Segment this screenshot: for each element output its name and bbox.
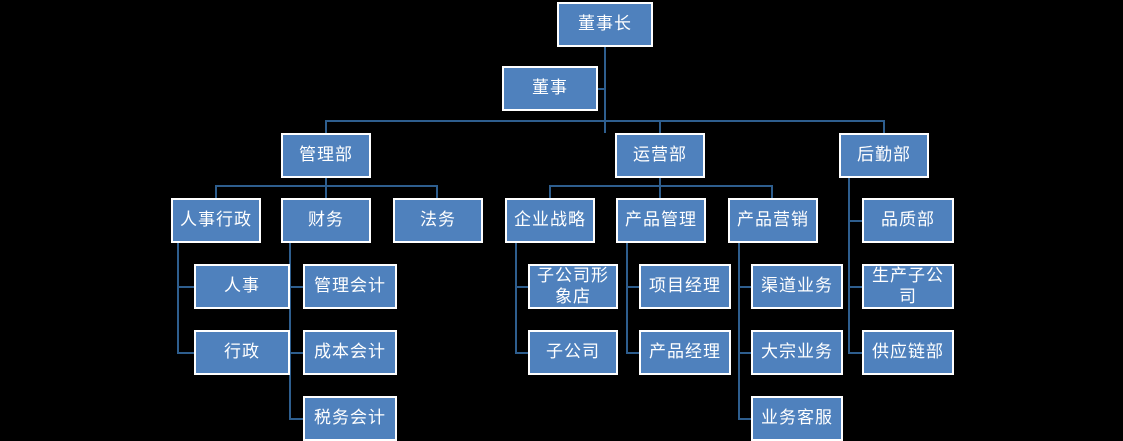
node-business-customer-service[interactable]: 业务客服 <box>751 396 843 441</box>
connector-prodmkt-stub-channel <box>738 286 751 288</box>
connector-level2-drop-mgmt <box>325 120 327 133</box>
node-human-resources[interactable]: 人事 <box>194 264 290 309</box>
node-finance[interactable]: 财务 <box>281 198 371 243</box>
node-operations-department[interactable]: 运营部 <box>615 133 705 178</box>
node-hr-administration[interactable]: 人事行政 <box>171 198 261 243</box>
connector-level2-drop-ops <box>659 120 661 133</box>
node-corporate-strategy[interactable]: 企业战略 <box>505 198 595 243</box>
connector-hradmin-stub-admin <box>177 352 195 354</box>
connector-ops-drop <box>659 178 661 186</box>
connector-finance-stub-taxacc <box>289 418 303 420</box>
connector-finance-bus <box>289 243 291 420</box>
connector-mgmt-drop-finance <box>325 185 327 198</box>
node-director[interactable]: 董事 <box>502 66 598 111</box>
node-product-management[interactable]: 产品管理 <box>616 198 706 243</box>
node-bulk-business[interactable]: 大宗业务 <box>751 330 843 375</box>
node-logistics-department[interactable]: 后勤部 <box>839 133 929 178</box>
connector-ops-drop-strategy <box>549 185 551 198</box>
connector-prodmgmt-stub-prodman <box>626 352 639 354</box>
connector-level2-bus <box>325 120 885 122</box>
node-supply-chain-department[interactable]: 供应链部 <box>862 330 954 375</box>
node-cost-accounting[interactable]: 成本会计 <box>303 330 397 375</box>
node-channel-business[interactable]: 渠道业务 <box>751 264 843 309</box>
node-subsidiary[interactable]: 子公司 <box>528 330 618 375</box>
node-product-manager[interactable]: 产品经理 <box>639 330 731 375</box>
connector-prodmkt-stub-bulk <box>738 352 751 354</box>
node-management-accounting[interactable]: 管理会计 <box>303 264 397 309</box>
node-quality-department[interactable]: 品质部 <box>862 198 954 243</box>
connector-strategy-bus <box>515 243 517 354</box>
connector-strategy-stub-store <box>515 286 528 288</box>
connector-strategy-stub-sub <box>515 352 528 354</box>
node-tax-accounting[interactable]: 税务会计 <box>303 396 397 441</box>
connector-finance-stub-mgmtacc <box>289 286 303 288</box>
connector-hradmin-stub-hr <box>177 286 195 288</box>
connector-logistics-stub-quality <box>848 220 862 222</box>
node-administration[interactable]: 行政 <box>194 330 290 375</box>
node-legal-affairs[interactable]: 法务 <box>393 198 483 243</box>
node-chairman[interactable]: 董事长 <box>557 2 653 47</box>
connector-prodmkt-bus <box>738 243 740 420</box>
node-management-department[interactable]: 管理部 <box>281 133 371 178</box>
connector-ops-drop-prodmgmt <box>659 185 661 198</box>
connector-mgmt-drop <box>325 178 327 186</box>
connector-logistics-stub-supply <box>848 352 862 354</box>
connector-director-stub <box>597 88 606 90</box>
connector-prodmkt-stub-service <box>738 418 751 420</box>
connector-mgmt-drop-hradmin <box>215 185 217 198</box>
connector-logistics-stub-production <box>848 286 862 288</box>
connector-prodmgmt-stub-pm <box>626 286 639 288</box>
node-subsidiary-image-store[interactable]: 子公司形象店 <box>528 264 618 309</box>
node-project-manager[interactable]: 项目经理 <box>639 264 731 309</box>
connector-level2-drop-logistics <box>883 120 885 133</box>
node-product-marketing[interactable]: 产品营销 <box>728 198 818 243</box>
connector-hradmin-bus <box>177 243 179 354</box>
connector-prodmgmt-bus <box>626 243 628 354</box>
connector-ops-drop-prodmkt <box>771 185 773 198</box>
connector-mgmt-drop-legal <box>436 185 438 198</box>
connector-logistics-bus <box>848 178 850 354</box>
connector-finance-stub-costacc <box>289 352 303 354</box>
node-production-subsidiary[interactable]: 生产子公司 <box>862 264 954 309</box>
